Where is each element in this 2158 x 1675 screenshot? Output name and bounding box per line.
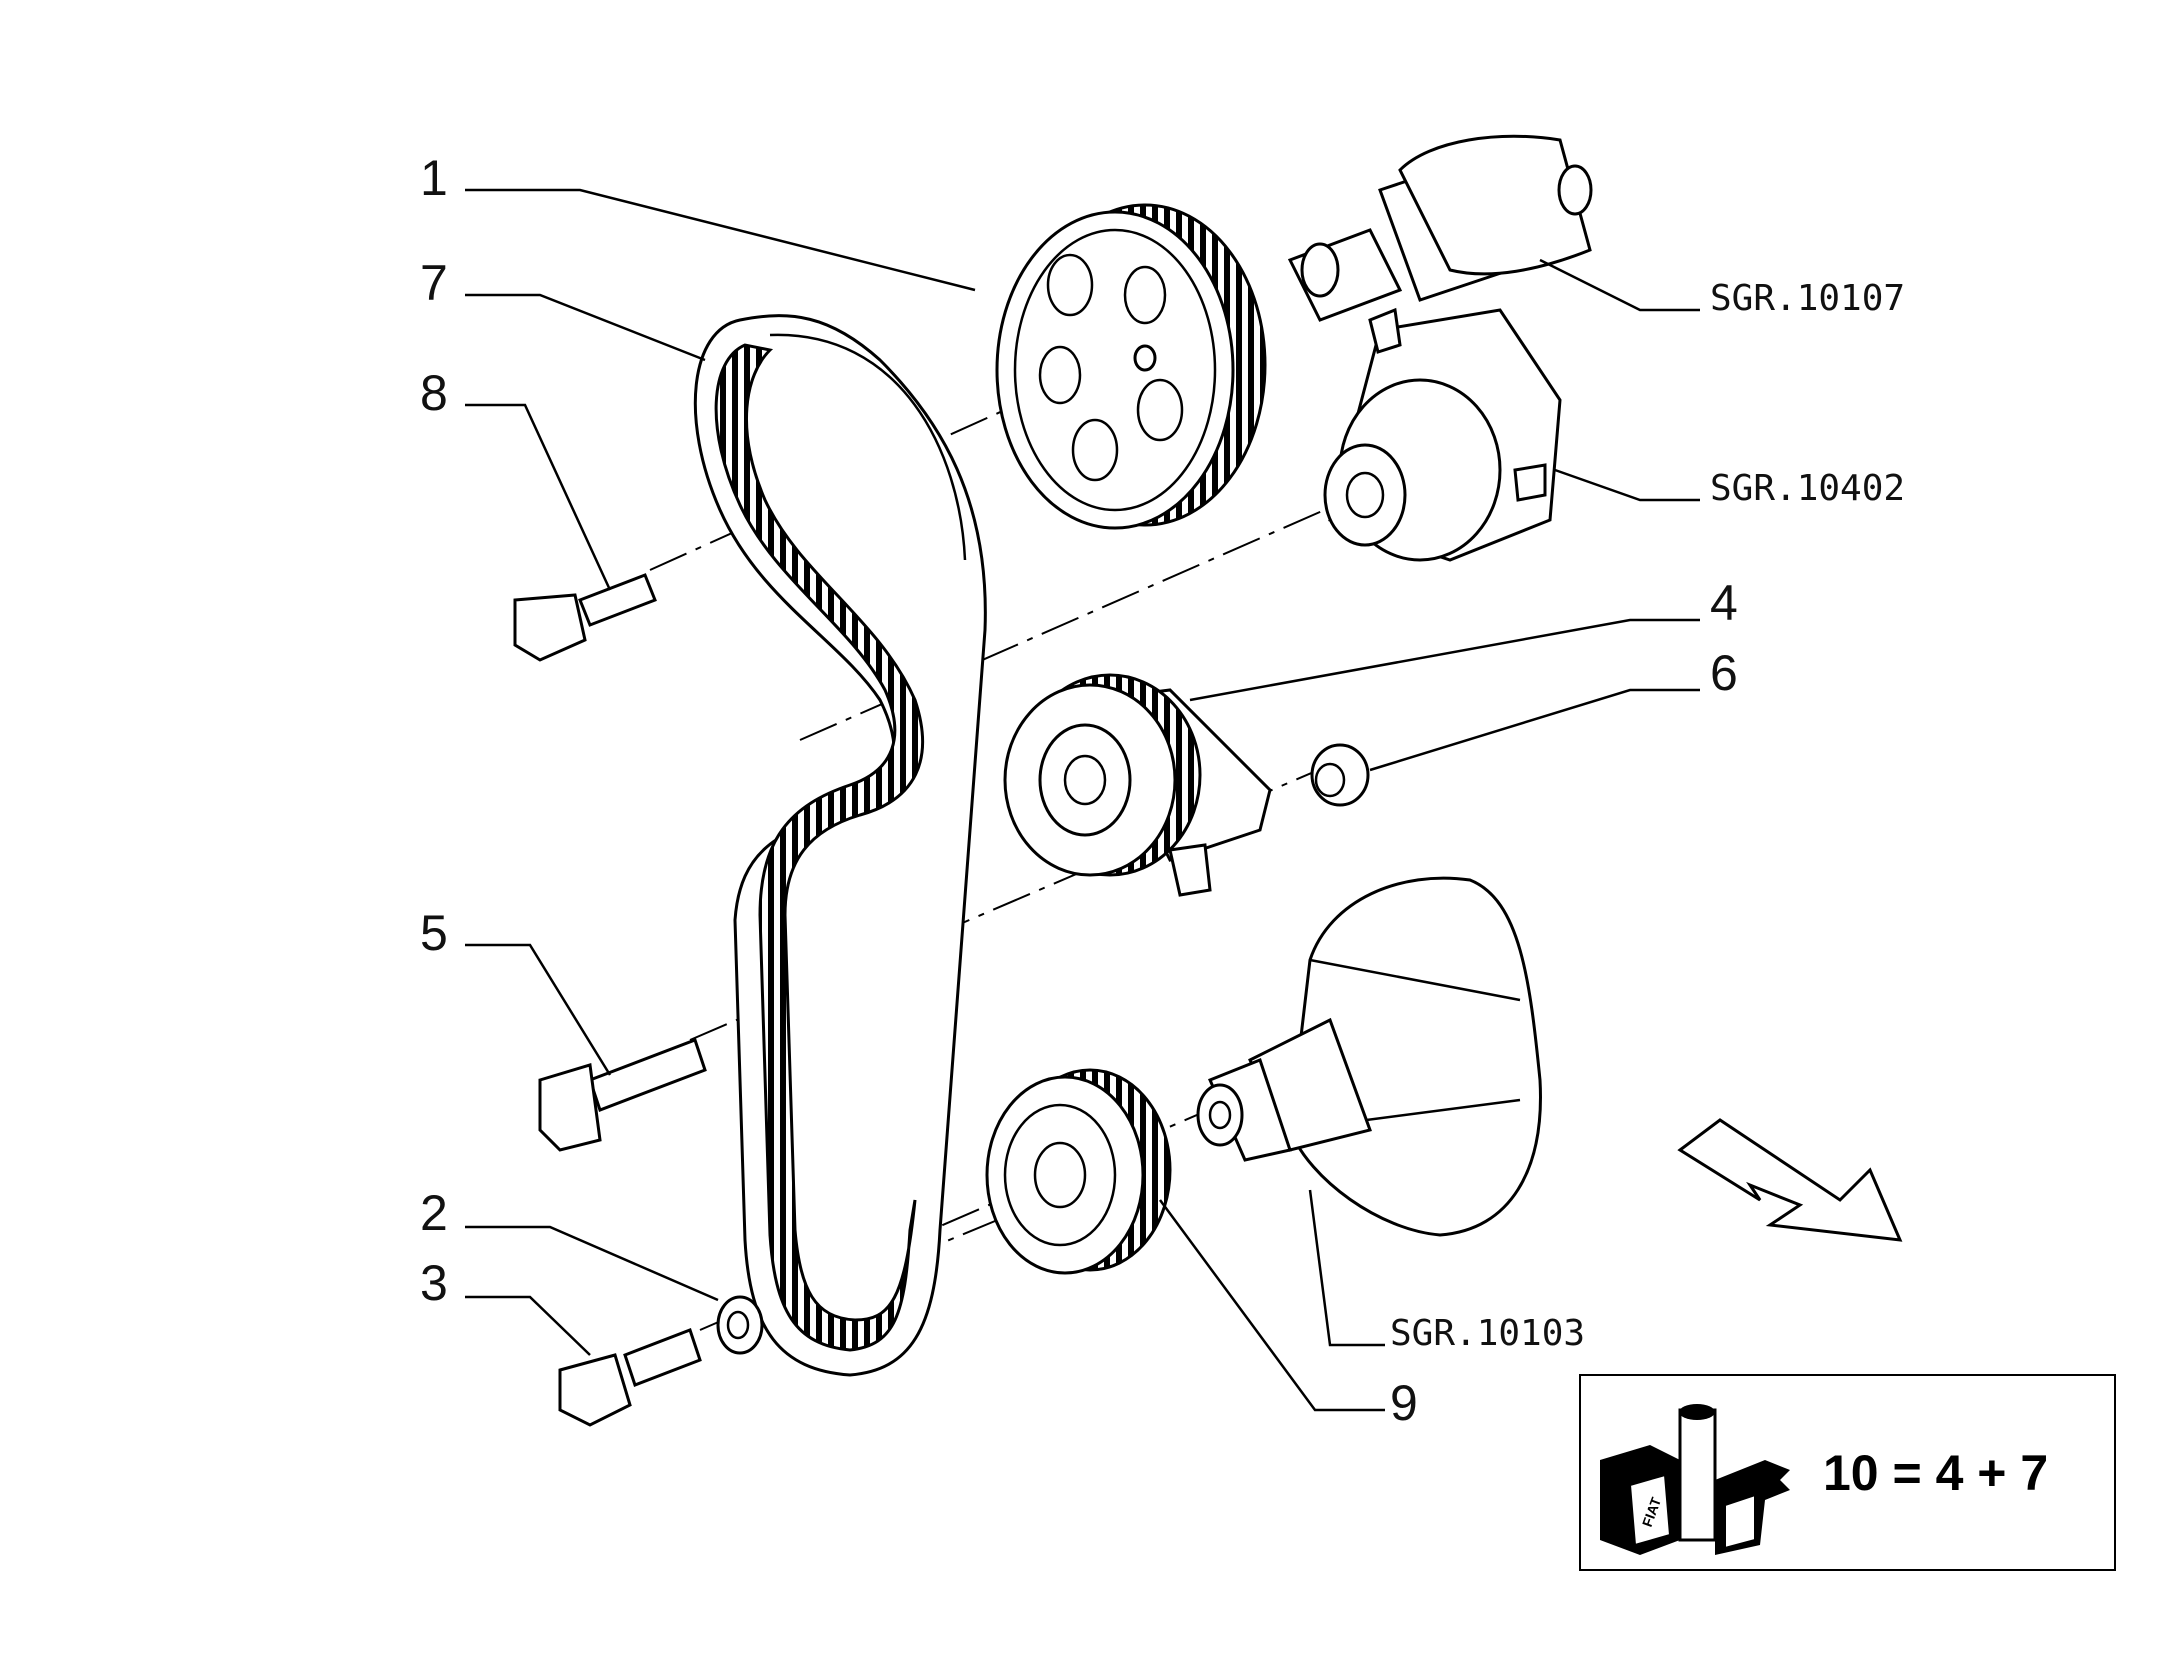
belt-tensioner: [1003, 673, 1272, 897]
leader-lines: [465, 188, 1700, 1412]
parts-kit-icon: FIAT: [1600, 1404, 1790, 1555]
callout-labels: 1 7 8 4 6 5 2 3 9: [420, 150, 1738, 1431]
water-pump: [1323, 307, 1562, 562]
crankshaft-pulley: [985, 1068, 1172, 1275]
direction-arrow-icon: [1677, 1118, 1903, 1242]
callout-1: 1: [420, 150, 448, 206]
callout-7: 7: [420, 255, 448, 311]
bolt-5: [538, 1038, 707, 1152]
callout-3: 3: [420, 1255, 448, 1311]
timing-belt: [693, 314, 987, 1377]
bolt-3: [558, 1328, 702, 1427]
reference-labels: SGR.10107 SGR.10402 SGR.10103: [1390, 278, 1905, 1354]
ref-water-pump: SGR.10402: [1710, 468, 1905, 509]
callout-5: 5: [420, 905, 448, 961]
callout-4: 4: [1710, 575, 1738, 631]
kit-formula: 10 = 4 + 7: [1823, 1445, 2048, 1501]
bolt-8: [513, 573, 657, 662]
camshaft: [1287, 134, 1593, 322]
ref-camshaft: SGR.10107: [1710, 278, 1905, 319]
kit-box: FIAT 10 = 4 + 7: [1579, 1374, 2116, 1571]
callout-9: 9: [1390, 1375, 1418, 1431]
callout-6: 6: [1710, 645, 1738, 701]
callout-2: 2: [420, 1185, 448, 1241]
nut: [1310, 743, 1370, 807]
washer-2: [716, 1295, 764, 1355]
crankshaft: [1196, 876, 1542, 1237]
callout-8: 8: [420, 365, 448, 421]
ref-crankshaft: SGR.10103: [1390, 1313, 1585, 1354]
camshaft-pulley: [995, 203, 1267, 530]
